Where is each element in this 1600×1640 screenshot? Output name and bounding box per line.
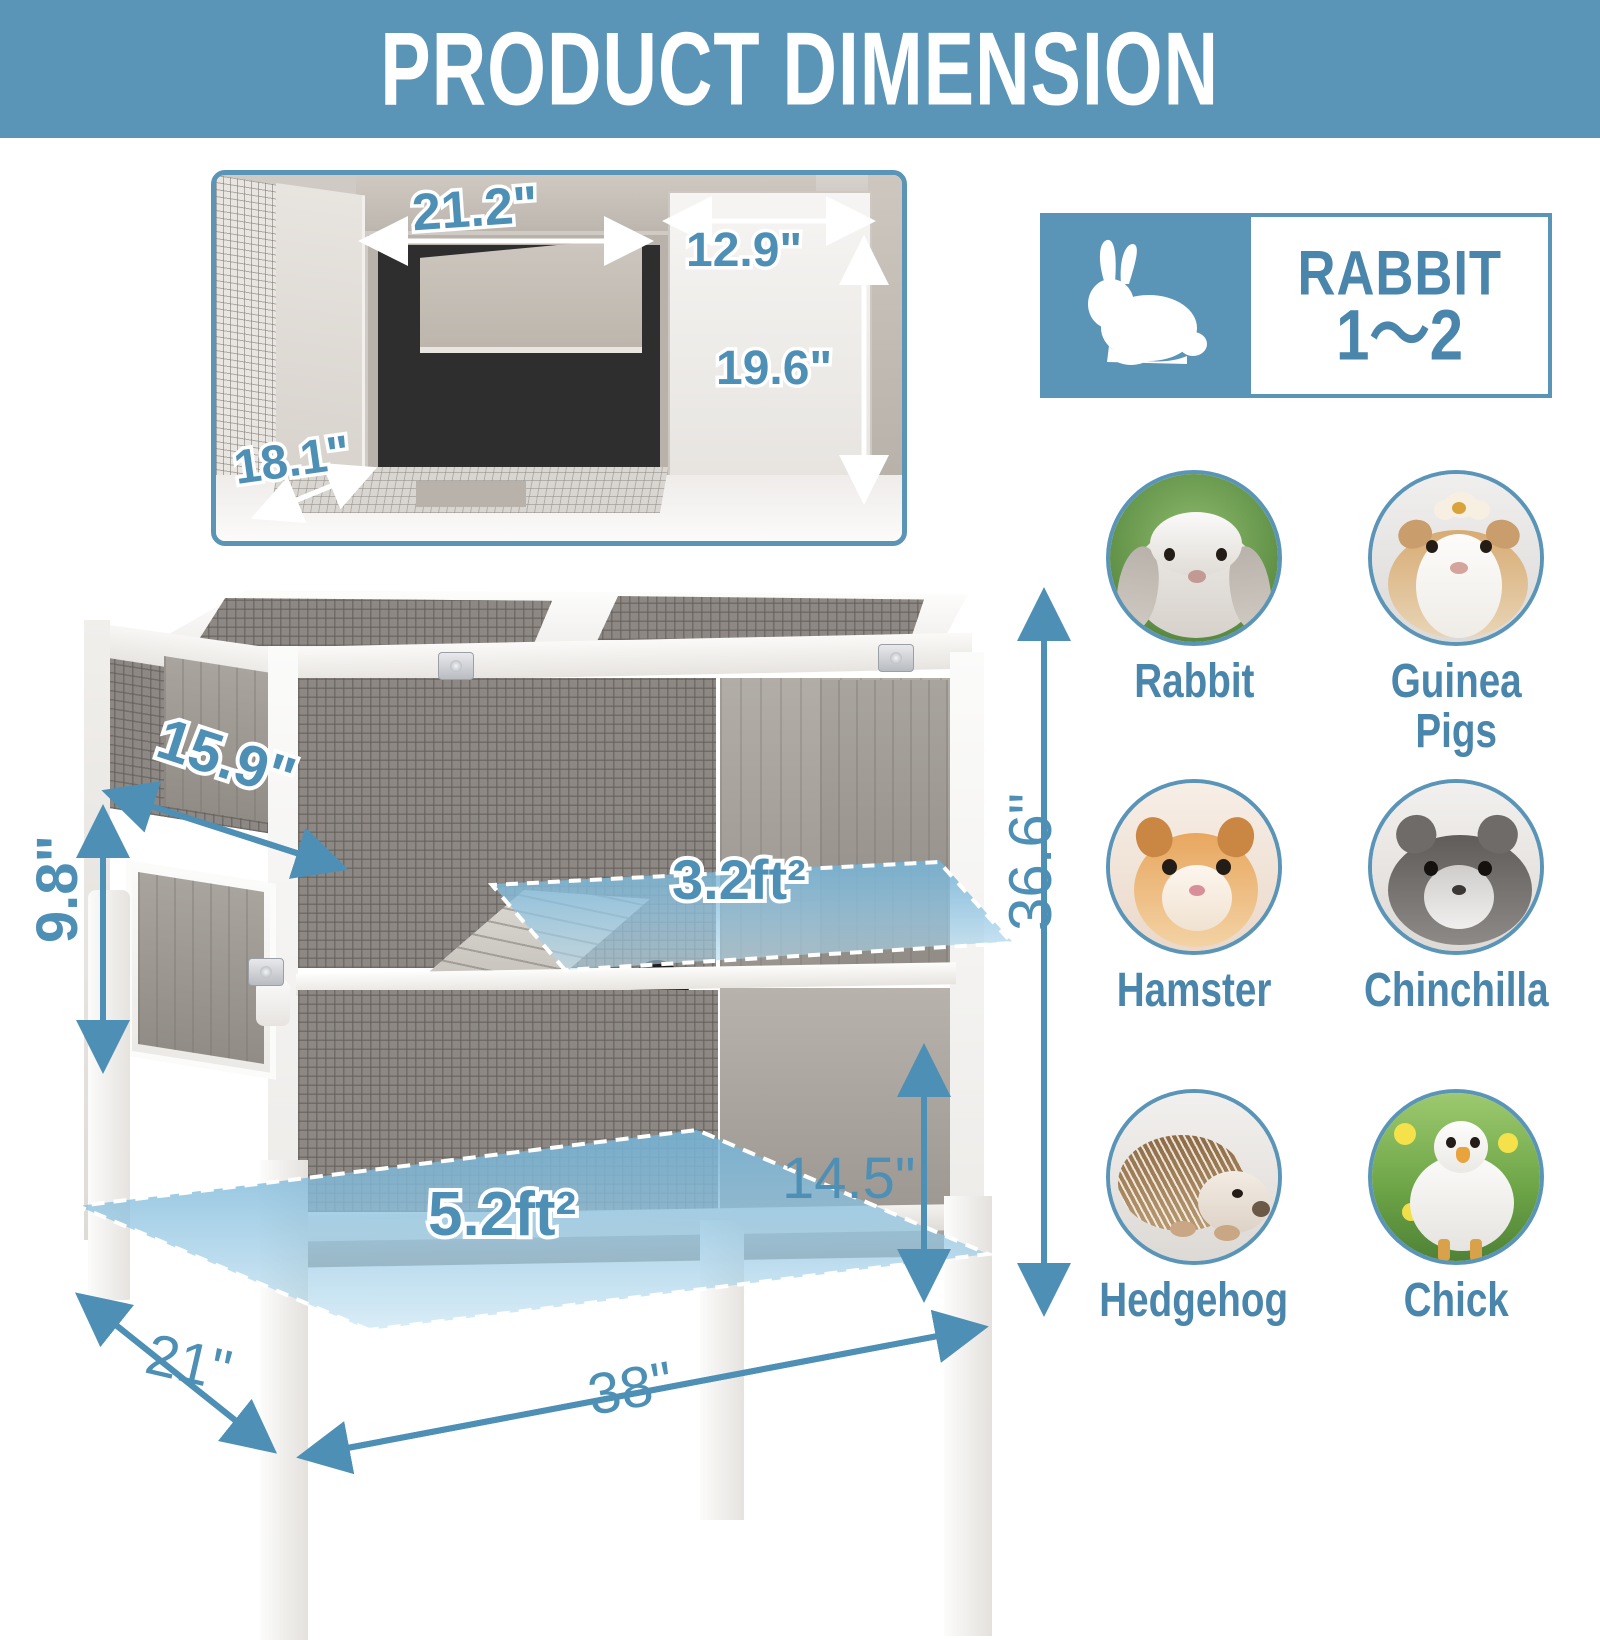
hamster-photo: [1106, 779, 1282, 956]
animal-item-hamster: Hamster: [1075, 779, 1313, 1080]
page-header-band: PRODUCT DIMENSION: [0, 0, 1600, 138]
chick-photo: [1368, 1088, 1544, 1265]
dim-total-height-label: 36.6": [997, 792, 1065, 932]
lower-area-label: 5.2ft²: [424, 1180, 580, 1250]
door-latch: [256, 980, 290, 1026]
dim-width-label: 38": [582, 1349, 679, 1428]
roof-mesh-right: [597, 596, 924, 640]
upper-area-outline: [487, 859, 1017, 973]
rabbit-silhouette-icon: [1087, 239, 1207, 365]
photo-tray: [416, 481, 526, 507]
hedgehog-photo: [1106, 1088, 1282, 1265]
rabbit-capacity-badge: RABBIT 1〜2: [1040, 213, 1552, 398]
rabbit-badge-count: 1〜2: [1335, 294, 1464, 375]
lower-area-outline: [70, 1127, 996, 1333]
animal-label: Chick: [1403, 1272, 1509, 1326]
page-title: PRODUCT DIMENSION: [380, 10, 1220, 127]
product-dimension-arrows: [74, 587, 1071, 1475]
animal-item-guinea-pigs: Guinea Pigs: [1337, 470, 1575, 771]
rabbit-text-panel: RABBIT 1〜2: [1247, 213, 1552, 398]
upper-area-label: 3.2ft²: [668, 848, 810, 912]
roof-mesh-left: [194, 598, 552, 646]
rabbit-icon-panel: [1040, 213, 1247, 398]
animal-label-line1: Guinea: [1390, 653, 1522, 708]
suitable-animals-grid: Rabbit Guinea Pigs: [1075, 470, 1575, 1390]
animal-label: Hamster: [1116, 963, 1272, 1017]
leg-front-right: [944, 1196, 992, 1636]
inset-dim-door-height: 19.6": [712, 341, 835, 396]
roof-hinge-right-icon: [878, 644, 914, 672]
door-hinge-icon: [248, 958, 284, 986]
inset-dim-width-top: 21.2": [407, 175, 544, 246]
animal-item-chick: Chick: [1337, 1088, 1575, 1390]
animal-item-rabbit: Rabbit: [1075, 470, 1313, 771]
photo-dimension-arrows: [250, 196, 889, 524]
rabbit-photo: [1106, 470, 1282, 646]
animal-label: Chinchilla: [1363, 963, 1549, 1017]
animal-item-hedgehog: Hedgehog: [1075, 1088, 1313, 1390]
inset-dim-door-width: 12.9": [682, 223, 805, 278]
animal-label-line2: Pigs: [1415, 703, 1497, 758]
dim-leg-height-label: 14.5": [782, 1146, 916, 1211]
two-tier-rabbit-hutch: 3.2ft² 5.2ft² 15.9" 9.8" 36.6" 1: [21, 560, 1071, 1640]
animal-item-chinchilla: Chinchilla: [1337, 779, 1575, 1080]
hutch-interior-photo: 21.2" 12.9" 19.6" 18.1": [211, 170, 907, 546]
dim-door-height-label: 9.8": [21, 831, 94, 947]
rabbit-badge-title: RABBIT: [1297, 236, 1502, 308]
chinchilla-photo: [1368, 779, 1544, 956]
roof-hinge-left-icon: [438, 652, 474, 680]
animal-label: Hedgehog: [1099, 1272, 1289, 1326]
leg-back-left: [88, 890, 130, 1300]
guinea-pig-photo: [1368, 470, 1544, 646]
animal-label: Guinea Pigs: [1390, 653, 1522, 758]
animal-label: Rabbit: [1133, 653, 1255, 708]
